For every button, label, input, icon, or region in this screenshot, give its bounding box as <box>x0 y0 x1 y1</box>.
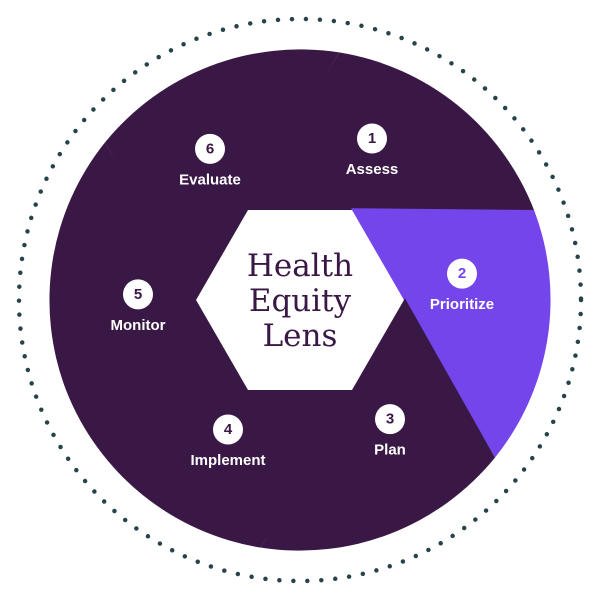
step-number: 6 <box>206 140 214 157</box>
step-number-circle <box>447 258 477 289</box>
center-title: Health Equity Lens <box>247 248 353 354</box>
step-number: 2 <box>458 265 466 282</box>
center-title-line-3: Lens <box>263 318 338 354</box>
segment-4-badge: 4 Implement <box>190 414 266 469</box>
center-title-line-2: Equity <box>249 283 352 319</box>
step-number-circle <box>213 414 243 445</box>
segment-3-badge: 3 Plan <box>374 404 406 459</box>
dotted-ring <box>16 16 584 584</box>
center-title-line-1: Health <box>247 248 353 284</box>
step-number-circle <box>195 133 225 164</box>
step-number-circle <box>357 123 387 154</box>
segment-5-badge: 5 Monitor <box>111 279 166 334</box>
step-label: Prioritize <box>430 296 494 313</box>
segment-2-badge: 2 Prioritize <box>430 258 494 313</box>
step-number-circle <box>123 279 153 310</box>
step-number: 5 <box>134 286 142 303</box>
segment-6-badge: 6 Evaluate <box>179 133 241 188</box>
step-label: Evaluate <box>179 171 241 188</box>
step-label: Implement <box>190 452 265 469</box>
step-label: Monitor <box>111 317 166 334</box>
segment-prioritize[interactable] <box>350 208 551 458</box>
segment-assess[interactable] <box>246 52 534 210</box>
step-number-circle <box>375 404 405 435</box>
step-label: Assess <box>346 161 399 178</box>
segment-1-badge: 1 Assess <box>346 123 399 178</box>
segment-implement[interactable] <box>66 390 354 548</box>
step-number: 3 <box>386 411 394 428</box>
segment-monitor[interactable] <box>49 142 250 392</box>
step-number: 4 <box>224 421 233 438</box>
step-number: 1 <box>368 130 376 147</box>
segment-evaluate[interactable] <box>105 49 340 302</box>
step-label: Plan <box>374 442 406 459</box>
